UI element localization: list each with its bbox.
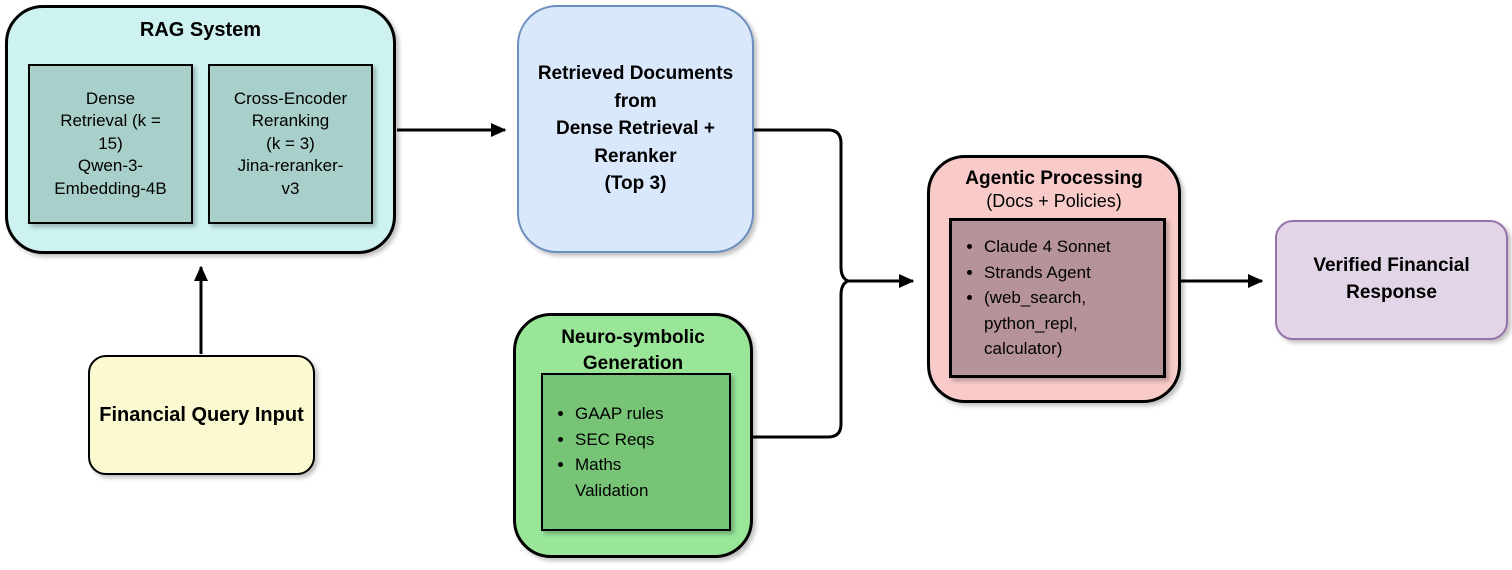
agentic-tools-list: Claude 4 Sonnet Strands Agent (web_searc…: [952, 234, 1115, 362]
list-item: Strands Agent: [984, 260, 1111, 286]
list-item: Claude 4 Sonnet: [984, 234, 1111, 260]
neuro-symbolic-node: Neuro-symbolic Generation GAAP rules SEC…: [513, 313, 753, 558]
dense-retrieval-label: Dense Retrieval (k = 15) Qwen-3- Embeddi…: [54, 88, 167, 198]
rag-system-title: RAG System: [139, 19, 262, 41]
rag-system-node: RAG System Dense Retrieval (k = 15) Qwen…: [5, 5, 396, 254]
neuro-symbolic-rules-box: GAAP rules SEC Reqs Maths Validation: [541, 373, 731, 531]
retrieved-documents-label: Retrieved Documents from Dense Retrieval…: [537, 63, 734, 195]
list-item: (web_search, python_repl, calculator): [984, 285, 1111, 362]
list-item: Maths Validation: [575, 452, 664, 503]
cross-encoder-node: Cross-Encoder Reranking (k = 3) Jina-rer…: [208, 64, 373, 224]
agentic-processing-node: Agentic Processing (Docs + Policies) Cla…: [927, 155, 1181, 403]
verified-response-node: Verified Financial Response: [1275, 220, 1508, 340]
financial-query-input-label: Financial Query Input: [99, 403, 304, 426]
list-item: GAAP rules: [575, 401, 664, 427]
cross-encoder-label: Cross-Encoder Reranking (k = 3) Jina-rer…: [233, 88, 348, 198]
edge-retrieved-to-merge: [754, 128, 849, 283]
dense-retrieval-node: Dense Retrieval (k = 15) Qwen-3- Embeddi…: [28, 64, 193, 224]
agentic-processing-subtitle: (Docs + Policies): [986, 190, 1122, 211]
edge-neuro-to-merge: [753, 279, 849, 439]
agentic-processing-title: Agentic Processing: [965, 168, 1143, 189]
neuro-symbolic-title: Neuro-symbolic Generation: [561, 327, 705, 374]
neuro-symbolic-rules-list: GAAP rules SEC Reqs Maths Validation: [543, 401, 668, 503]
list-item: SEC Reqs: [575, 427, 664, 453]
verified-response-label: Verified Financial Response: [1313, 255, 1470, 303]
financial-query-input-node: Financial Query Input: [88, 355, 315, 475]
retrieved-documents-node: Retrieved Documents from Dense Retrieval…: [517, 5, 754, 253]
agentic-tools-box: Claude 4 Sonnet Strands Agent (web_searc…: [949, 218, 1166, 378]
